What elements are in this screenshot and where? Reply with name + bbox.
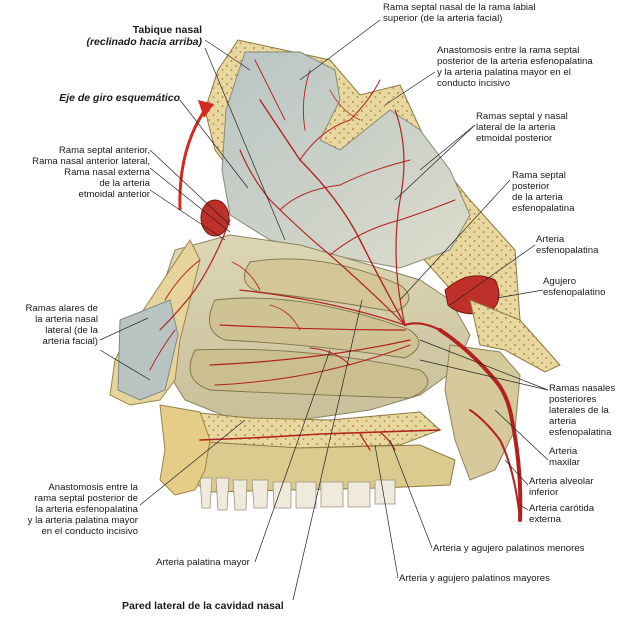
label-line: Anastomosis entre la rama septal — [437, 45, 580, 56]
superior-turbinate — [243, 258, 410, 313]
label-line: laterales de la — [549, 405, 609, 416]
label-line: posterior de la arteria esfenopalatina — [437, 56, 593, 67]
label-line: y la arteria palatina mayor en el — [437, 67, 571, 78]
teeth — [199, 477, 396, 511]
label-line: Ramas nasales — [549, 383, 616, 394]
label-line: Rama septal anterior, — [58, 145, 150, 156]
label-arteria-palatina-mayor: Arteria palatina mayor — [156, 557, 250, 568]
label-line: esfenopalatina — [512, 203, 575, 214]
label-tabique-sub: (reclinado hacia arriba) — [86, 36, 202, 48]
label-line: la arteria esfenopalatina — [35, 504, 138, 515]
label-eje-giro: Eje de giro esquemático — [40, 92, 180, 104]
label-line: superior (de la arteria facial) — [383, 13, 503, 24]
label-line: Ramas alares de — [25, 303, 98, 314]
upper-lip — [159, 404, 211, 496]
rotation-arrow — [178, 109, 207, 211]
label-line: en el conducto incisivo — [41, 526, 138, 537]
label-line: lateral (de la — [45, 325, 98, 336]
label-arteria-esfenopalatina: Arteria esfenopalatina — [536, 234, 598, 256]
label-pared-lateral: Pared lateral de la cavidad nasal — [122, 600, 284, 612]
label-line: lateral de la arteria — [476, 122, 556, 133]
middle-turbinate — [208, 297, 420, 359]
label-line: Agujero — [543, 276, 577, 287]
label-line: arteria facial) — [42, 336, 98, 347]
label-line: esfenopalatina — [549, 427, 612, 438]
sphenoid-sinus — [444, 275, 500, 315]
label-line: Arteria carótida — [529, 503, 595, 514]
label-line: Arteria y agujero palatinos mayores — [399, 573, 550, 584]
label-anastomosis-superior: Anastomosis entre la rama septal posteri… — [437, 45, 593, 89]
label-line: esfenopalatino — [543, 287, 606, 298]
label-ramas-alares: Ramas alares de la arteria nasal lateral… — [10, 303, 98, 347]
label-tabique-title: Tabique nasal — [132, 24, 202, 36]
label-line: Rama septal — [512, 170, 566, 181]
label-ramas-nasales-posteriores: Ramas nasales posteriores laterales de l… — [549, 383, 615, 438]
label-line: externa — [529, 514, 561, 525]
label-line: posteriores — [549, 394, 597, 405]
sphenoid-bone — [469, 299, 561, 373]
label-line: la arteria nasal — [35, 314, 98, 325]
label-palatinos-mayores: Arteria y agujero palatinos mayores — [399, 573, 550, 584]
label-line: Rama nasal externa — [64, 167, 150, 178]
label-eje-giro-text: Eje de giro esquemático — [59, 92, 180, 104]
label-rama-septal-labial: Rama septal nasal de la rama labial supe… — [383, 2, 536, 24]
label-line: esfenopalatina — [536, 245, 599, 256]
label-arteria-carotida: Arteria carótida externa — [529, 503, 594, 525]
rotation-arrowhead-icon — [198, 100, 214, 118]
frontal-sinus — [200, 199, 230, 237]
arteries — [149, 59, 523, 522]
label-rama-septal-anterior: Rama septal anterior, Rama nasal anterio… — [10, 145, 150, 200]
label-arteria-alveolar: Arteria alveolar inferior — [529, 476, 594, 498]
leader-lines — [99, 19, 549, 601]
label-line: inferior — [529, 487, 559, 498]
label-line: Arteria alveolar — [529, 476, 594, 487]
label-tabique-nasal: Tabique nasal (reclinado hacia arriba) — [80, 24, 202, 48]
label-line: posterior — [512, 181, 550, 192]
label-pared-lateral-text: Pared lateral de la cavidad nasal — [122, 600, 284, 612]
label-line: Rama nasal anterior lateral, — [32, 156, 150, 167]
label-anastomosis-inferior: Anastomosis entre la rama septal posteri… — [6, 482, 138, 537]
label-line: Arteria — [536, 234, 565, 245]
label-agujero-esfenopalatino: Agujero esfenopalatino — [543, 276, 605, 298]
label-line: arteria — [549, 416, 577, 427]
label-line: y la arteria palatina mayor — [27, 515, 138, 526]
label-ramas-etmoidal-posterior: Ramas septal y nasal lateral de la arter… — [476, 111, 568, 144]
label-line: de la arteria — [512, 192, 563, 203]
label-line: Arteria — [549, 446, 578, 457]
label-line: Ramas septal y nasal — [476, 111, 568, 122]
label-line: Rama septal nasal de la rama labial — [383, 2, 536, 13]
label-palatinos-menores: Arteria y agujero palatinos menores — [433, 543, 584, 554]
label-line: de la arteria — [99, 178, 150, 189]
label-rama-septal-posterior: Rama septal posterior de la arteria esfe… — [512, 170, 574, 214]
label-line: Arteria palatina mayor — [156, 557, 250, 568]
label-arteria-maxilar: Arteria maxilar — [549, 446, 580, 468]
label-line: rama septal posterior de — [34, 493, 138, 504]
label-line: etmoidal posterior — [476, 133, 553, 144]
label-line: conducto incisivo — [437, 78, 511, 89]
label-line: maxilar — [549, 457, 580, 468]
label-line: Anastomosis entre la — [48, 482, 138, 493]
label-line: Arteria y agujero palatinos menores — [433, 543, 585, 554]
label-line: etmoidal anterior — [78, 189, 150, 200]
